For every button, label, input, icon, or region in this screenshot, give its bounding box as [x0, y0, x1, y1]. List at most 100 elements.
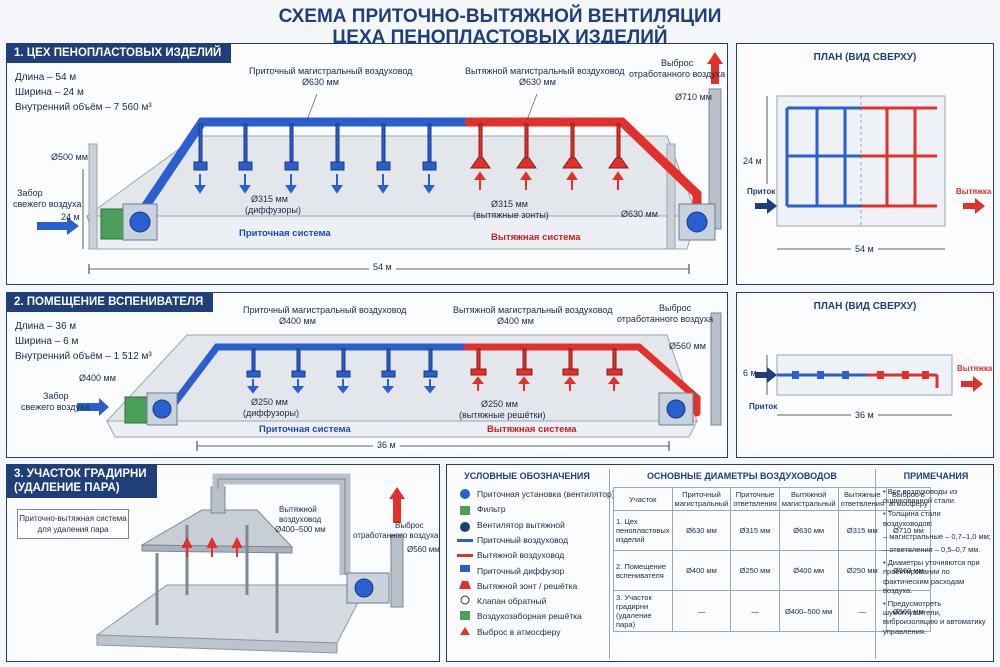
- table-cell: Ø630 мм: [671, 510, 732, 551]
- table-cell: Ø250 мм: [730, 550, 780, 591]
- plan-2-panel: ПЛАН (ВИД СВЕРХУ) 6 м Приток Вытяжка 36 …: [736, 292, 994, 458]
- table-cell: Ø400 мм: [671, 550, 732, 591]
- legend-item: Воздухозаборная решётка: [477, 611, 582, 622]
- note-item: • Все воздуховоды из оцинкованной стали.: [883, 487, 958, 506]
- section-2-drawing: [77, 312, 722, 451]
- s2-release2: отработанного воздуха: [617, 314, 714, 324]
- legend-item: Вытяжной зонт / решётка: [477, 580, 578, 591]
- section-3-drawing: [95, 473, 405, 654]
- plan-1-title: ПЛАН (ВИД СВЕРХУ): [813, 52, 917, 63]
- section-3-panel: 3. УЧАСТОК ГРАДИРНИ (УДАЛЕНИЕ ПАРА) Прит…: [6, 464, 440, 662]
- s1-length-dim: 54 м: [369, 262, 396, 273]
- s2-diff-d: Ø250 мм: [251, 397, 288, 407]
- s2-exhaust-main-d: Ø400 мм: [497, 316, 534, 326]
- s1-width: Ширина – 24 м: [15, 87, 84, 98]
- s3-duct-1: Вытяжной: [279, 505, 317, 514]
- s1-supply-main-d: Ø630 мм: [302, 77, 339, 87]
- legend-item: Вентилятор вытяжной: [477, 519, 565, 530]
- table-header: Вытяжные ответвления: [837, 487, 888, 511]
- table-header: Участок: [613, 487, 673, 511]
- s1-release2: отработанного воздуха: [629, 69, 726, 79]
- s1-diff-d: Ø315 мм: [251, 194, 288, 204]
- info-panel: УСЛОВНЫЕ ОБОЗНАЧЕНИЯ ОСНОВНЫЕ ДИАМЕТРЫ В…: [446, 464, 994, 662]
- plan-1-width: 24 м: [743, 156, 762, 166]
- s3-box-line-2: для удаления пара: [37, 525, 109, 534]
- table-cell: 3. Участок градирни (удаление пара): [613, 590, 673, 632]
- plan-2-inflow: Приток: [749, 402, 778, 411]
- section-1-panel: 1. ЦЕХ ПЕНОПЛАСТОВЫХ ИЗДЕЛИЙ Длина – 54 …: [6, 43, 728, 285]
- s1-diff: (диффузоры): [245, 205, 301, 215]
- s2-width: Ширина – 6 м: [15, 336, 79, 347]
- main-title: СХЕМА ПРИТОЧНО-ВЫТЯЖНОЙ ВЕНТИЛЯЦИИ ЦЕХА …: [0, 6, 1000, 48]
- s1-height: 24 м: [61, 212, 80, 222]
- table-cell: 2. Помещение вспенивателя: [613, 550, 673, 591]
- table-cell: —: [730, 590, 780, 632]
- plan-2-drawing: [755, 354, 983, 416]
- s2-supply-main: Приточный магистральный воздуховод: [243, 305, 407, 315]
- s1-length: Длина – 54 м: [15, 72, 77, 83]
- table-cell: Ø400 мм: [778, 550, 839, 591]
- plan-1-outflow: Вытяжка: [956, 187, 992, 196]
- legend-item: Приточная установка (вентилятор): [477, 489, 615, 499]
- s1-supply-main: Приточный магистральный воздуховод: [249, 66, 413, 76]
- s1-supply-system: Приточная система: [239, 228, 331, 239]
- section-1-heading: 1. ЦЕХ ПЕНОПЛАСТОВЫХ ИЗДЕЛИЙ: [6, 43, 232, 63]
- legend-title: УСЛОВНЫЕ ОБОЗНАЧЕНИЯ: [464, 471, 590, 481]
- s3-label-box: Приточно-вытяжная система для удаления п…: [17, 509, 129, 539]
- s3-release2: отработанного воздуха: [353, 531, 439, 540]
- title-line-1: СХЕМА ПРИТОЧНО-ВЫТЯЖНОЙ ВЕНТИЛЯЦИИ: [278, 6, 722, 27]
- s2-intake2: свежего воздуха: [21, 402, 90, 412]
- plan-1-panel: ПЛАН (ВИД СВЕРХУ) 24 м Приток Вытяжка 54…: [736, 43, 994, 285]
- legend-item: Фильтр: [477, 504, 506, 515]
- plan-2-title: ПЛАН (ВИД СВЕРХУ): [813, 301, 917, 312]
- s1-chimney-d: Ø710 мм: [675, 92, 712, 102]
- plan-1-drawing: [755, 95, 985, 250]
- s3-duct-2: воздуховод: [279, 515, 322, 524]
- table-cell: —: [837, 590, 888, 632]
- legend-symbols: [457, 489, 473, 635]
- s1-release: Выброс: [661, 58, 694, 68]
- plan-1-length: 54 м: [851, 244, 878, 255]
- s2-grille: (вытяжные решётки): [459, 410, 546, 420]
- legend-item: Приточный диффузор: [477, 565, 565, 576]
- diameters-title: ОСНОВНЫЕ ДИАМЕТРЫ ВОЗДУХОВОДОВ: [647, 471, 837, 481]
- plan-2-width: 6 м: [743, 368, 757, 378]
- s3-chimney-d: Ø560 мм: [407, 545, 440, 554]
- s2-exhaust-main: Вытяжной магистральный воздуховод: [453, 305, 613, 315]
- section-2-panel: 2. ПОМЕЩЕНИЕ ВСПЕНИВАТЕЛЯ Длина – 36 м Ш…: [6, 292, 728, 458]
- s2-exhaust-system: Вытяжная система: [487, 424, 577, 435]
- note-item: – ответвления – 0,5–0,7 мм.: [883, 545, 981, 555]
- s1-intake2: свежего воздуха: [13, 199, 82, 209]
- s2-chimney-d: Ø560 мм: [669, 341, 706, 351]
- s1-exhaust-system: Вытяжная система: [491, 232, 581, 243]
- table-cell: 1. Цех пенопластовых изделий: [613, 510, 673, 551]
- s2-grille-d: Ø250 мм: [481, 399, 518, 409]
- s3-heading-1: 3. УЧАСТОК ГРАДИРНИ: [14, 468, 147, 480]
- notes-title: ПРИМЕЧАНИЯ: [903, 471, 969, 481]
- s1-fan-d: Ø630 мм: [621, 209, 658, 219]
- table-cell: —: [671, 590, 732, 632]
- s1-exhaust-main: Вытяжной магистральный воздуховод: [465, 66, 625, 76]
- s2-volume: Внутренний объём – 1 512 м³: [15, 351, 152, 362]
- note-item: – магистральные – 0,7–1,0 мм;: [883, 531, 991, 541]
- s3-heading-2: (УДАЛЕНИЕ ПАРА): [14, 482, 120, 494]
- section-3-heading: 3. УЧАСТОК ГРАДИРНИ (УДАЛЕНИЕ ПАРА): [6, 464, 157, 498]
- note-item: • Предусмотреть шумоглушители, виброизол…: [883, 599, 986, 636]
- table-cell: Ø630 мм: [778, 510, 839, 551]
- table-cell: Ø250 мм: [837, 550, 888, 591]
- section-1-info: Длина – 54 м Ширина – 24 м Внутренний об…: [15, 70, 152, 115]
- s1-intake: Забор: [17, 188, 43, 198]
- s3-box-line-1: Приточно-вытяжная система: [19, 514, 127, 523]
- s2-release: Выброс: [659, 303, 692, 313]
- s2-diff: (диффузоры): [243, 408, 299, 418]
- s1-exhaust-main-d: Ø630 мм: [519, 77, 556, 87]
- section-1-drawing: [37, 52, 723, 274]
- s2-intake: Забор: [43, 391, 69, 401]
- legend-item: Вытяжной воздуховод: [477, 550, 565, 561]
- s1-hood-d: Ø315 мм: [491, 199, 528, 209]
- section-2-heading: 2. ПОМЕЩЕНИЕ ВСПЕНИВАТЕЛЯ: [6, 292, 214, 312]
- s1-hood: (вытяжные зонты): [473, 210, 549, 220]
